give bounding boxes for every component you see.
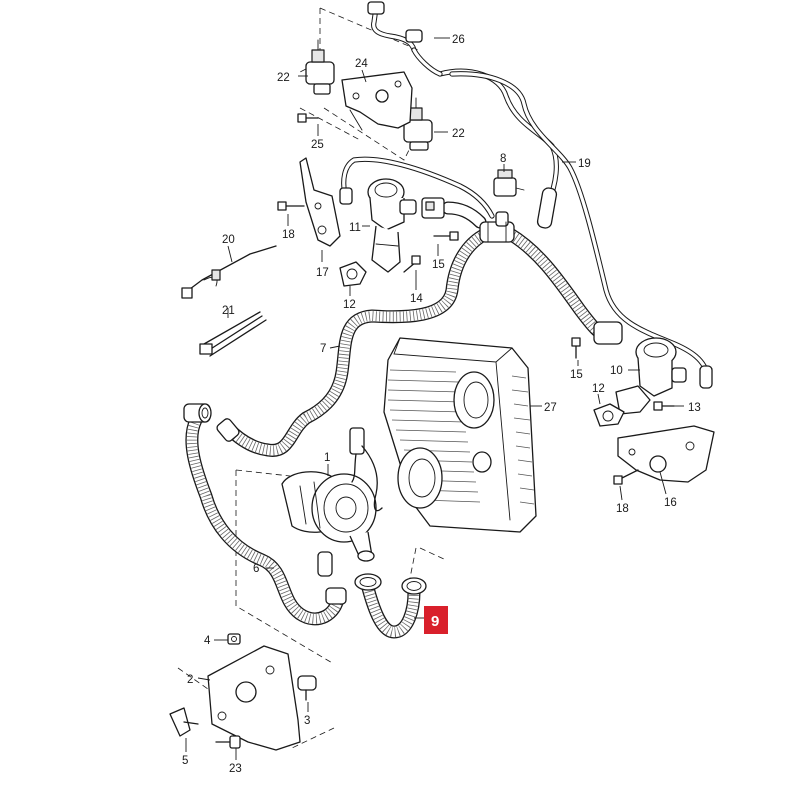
callout-2: 2 xyxy=(187,674,193,686)
callout-12-left: 12 xyxy=(343,299,356,311)
valve-11 xyxy=(367,178,417,273)
callout-18-lower: 18 xyxy=(616,503,629,515)
bolt-15-upper xyxy=(433,231,459,241)
pipe-26 xyxy=(367,1,443,77)
callout-16: 16 xyxy=(664,497,677,509)
bracket-17 xyxy=(299,157,341,247)
pipe-upper-left xyxy=(339,156,495,219)
callout-10: 10 xyxy=(610,365,623,377)
solenoid-valve-22-lower xyxy=(403,97,433,151)
callout-8: 8 xyxy=(500,153,506,165)
callout-7: 7 xyxy=(320,343,326,355)
bolt-14 xyxy=(403,255,421,273)
bracket-24 xyxy=(341,71,413,131)
t-connector xyxy=(479,211,515,243)
callout-15-lower: 15 xyxy=(570,369,583,381)
air-filter-housing-27 xyxy=(383,337,537,533)
bracket-16 xyxy=(617,425,715,483)
solenoid-valve-22-upper xyxy=(305,39,335,95)
callout-5: 5 xyxy=(182,755,188,767)
callout-22-upper: 22 xyxy=(277,72,290,84)
callout-24: 24 xyxy=(355,58,368,70)
gasket-12-right xyxy=(593,403,625,427)
callout-27: 27 xyxy=(544,402,557,414)
bolt-18-lower xyxy=(613,469,639,485)
callout-11: 11 xyxy=(349,222,361,234)
callout-12-right: 12 xyxy=(592,383,605,395)
callout-18-upper: 18 xyxy=(282,229,295,241)
clip-23 xyxy=(215,735,241,749)
bolt-18-upper xyxy=(277,201,305,211)
assembly-dashed-lines xyxy=(177,7,447,749)
callout-22-lower: 22 xyxy=(452,128,465,140)
callout-9: 9 xyxy=(431,613,439,630)
callout-20: 20 xyxy=(222,234,235,246)
bolt-5 xyxy=(169,707,199,737)
bolt-3 xyxy=(297,675,317,701)
valve-10 xyxy=(593,321,687,415)
connector-block xyxy=(421,197,445,219)
callout-15-upper: 15 xyxy=(432,259,445,271)
callout-25: 25 xyxy=(311,139,324,151)
bolt-25 xyxy=(297,113,319,123)
hose-9 xyxy=(354,573,427,639)
highlighted-callout-9: 9 xyxy=(424,606,448,634)
callout-6: 6 xyxy=(253,563,259,575)
callout-1: 1 xyxy=(324,452,330,464)
gasket-12-left xyxy=(339,261,367,287)
cable-ties-21 xyxy=(199,311,267,357)
callout-21: 21 xyxy=(222,305,235,317)
callout-9-highlight-box xyxy=(424,606,448,634)
callout-3: 3 xyxy=(304,715,310,727)
callout-4: 4 xyxy=(204,635,211,647)
callout-14: 14 xyxy=(410,293,423,305)
nut-4 xyxy=(227,633,241,645)
callout-labels: 26 22 24 22 25 19 8 11 18 20 17 15 14 12… xyxy=(182,34,701,775)
hose-to-valve-10 xyxy=(441,201,617,345)
air-pump-1 xyxy=(281,471,377,577)
cable-tie-20 xyxy=(181,245,277,299)
leader-lines xyxy=(185,37,684,760)
pump-connector-lead xyxy=(349,427,383,512)
sensor-8 xyxy=(493,169,525,197)
callout-13: 13 xyxy=(688,402,701,414)
bolt-15-lower xyxy=(571,337,581,359)
bracket-2 xyxy=(207,645,301,751)
callout-26: 26 xyxy=(452,34,465,46)
hose-7 xyxy=(216,225,497,457)
callout-23: 23 xyxy=(229,763,242,775)
bolt-13 xyxy=(653,401,675,411)
hose-6 xyxy=(183,403,347,626)
callout-19: 19 xyxy=(578,158,591,170)
callout-17: 17 xyxy=(316,267,329,279)
